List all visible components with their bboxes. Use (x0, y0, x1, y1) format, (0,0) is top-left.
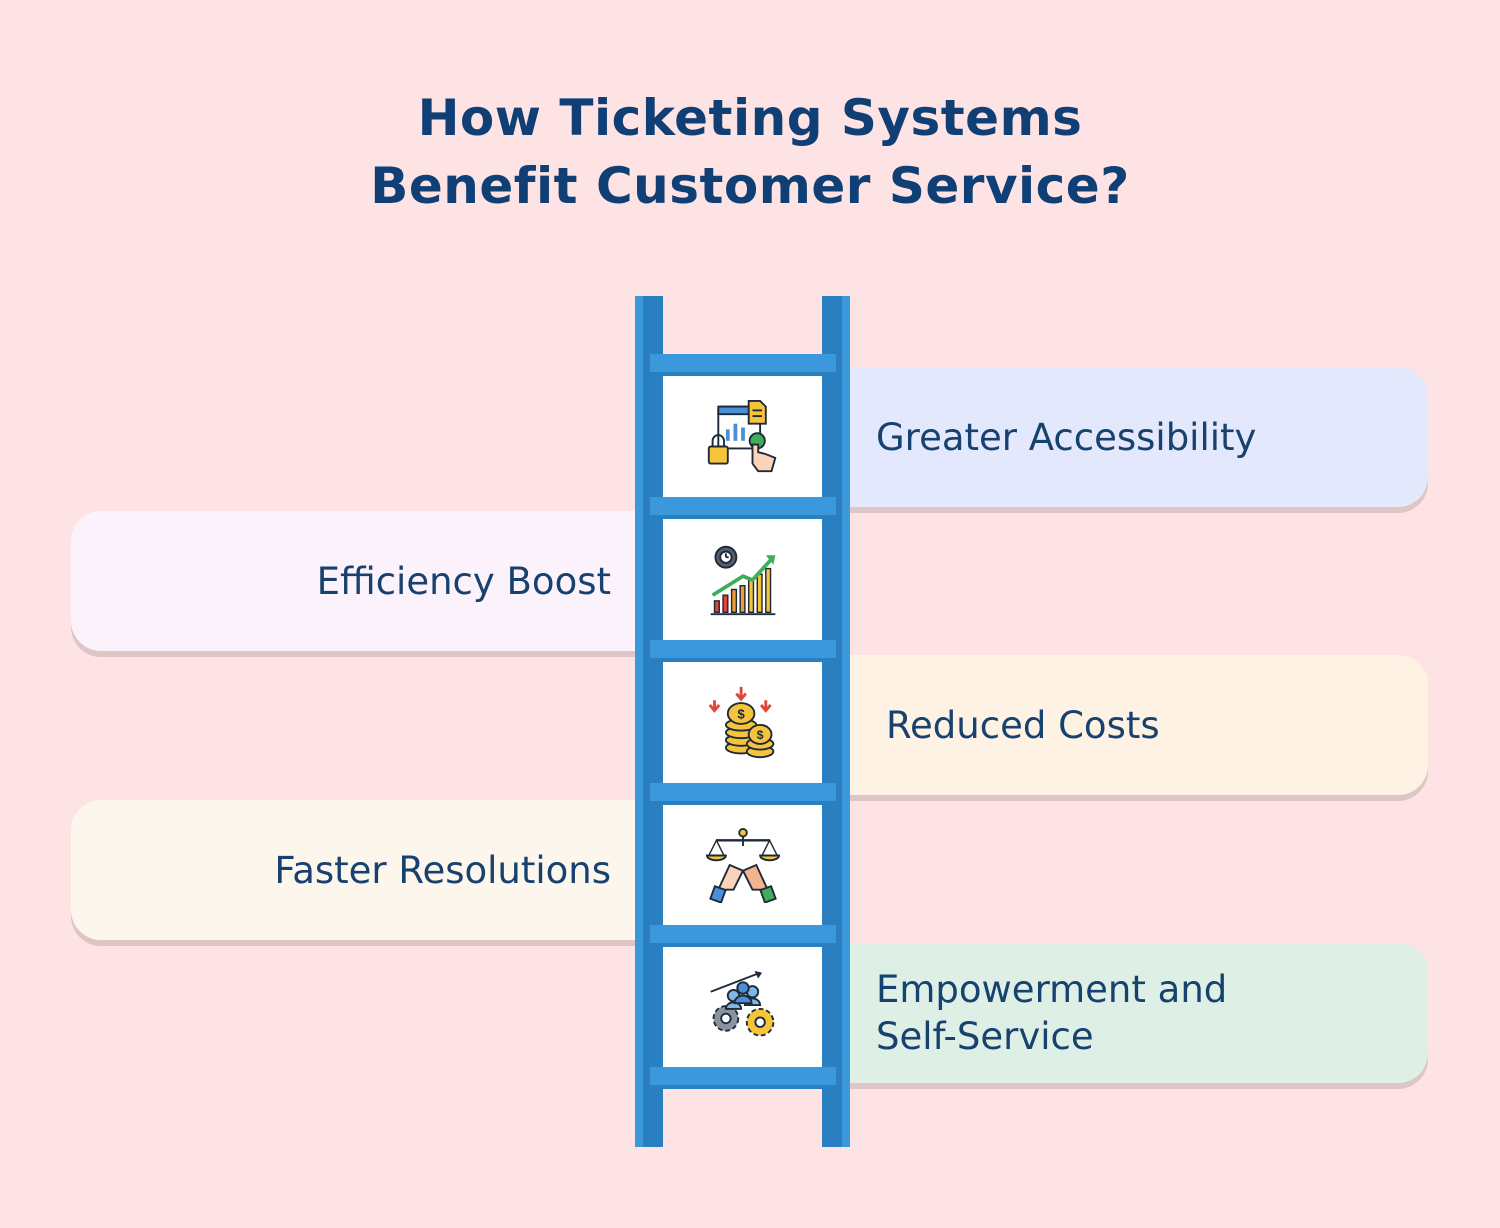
title-line-1: How Ticketing Systems (417, 89, 1083, 147)
benefit-card-greater-accessibility: Greater Accessibility (800, 367, 1428, 507)
ladder-rung (650, 783, 836, 805)
ladder-rung (650, 640, 836, 662)
ladder-rung (650, 925, 836, 947)
ladder-step-4 (663, 805, 822, 925)
benefit-card-efficiency-boost: Efficiency Boost (71, 511, 711, 651)
ladder-rung (650, 1067, 836, 1089)
benefit-label-line-1: Empowerment and (876, 968, 1228, 1011)
team-gears-icon (709, 970, 774, 1037)
accessibility-icon (707, 399, 776, 472)
benefit-label: Efficiency Boost (316, 559, 611, 603)
ladder-step-1 (663, 376, 822, 497)
benefit-card-reduced-costs: Reduced Costs (800, 655, 1428, 795)
ladder-rung (650, 354, 836, 376)
growth-chart-icon (710, 545, 775, 615)
benefit-label: Greater Accessibility (876, 415, 1257, 459)
coins-icon: $ $ (708, 686, 774, 758)
benefit-card-faster-resolutions: Faster Resolutions (71, 800, 711, 940)
ladder-rung (650, 497, 836, 519)
ladder-step-2 (663, 519, 822, 640)
handshake-icon (705, 827, 780, 903)
ladder-step-5 (663, 947, 822, 1067)
ladder-step-3: $ $ (663, 662, 822, 783)
benefit-label-line-2: Self-Service (876, 1015, 1094, 1058)
ladder-right-rail (822, 296, 850, 1147)
page-title: How Ticketing Systems Benefit Customer S… (0, 84, 1500, 220)
ladder-left-rail (635, 296, 663, 1147)
benefit-card-empowerment: Empowerment and Self-Service (800, 943, 1428, 1083)
title-line-2: Benefit Customer Service? (370, 157, 1130, 215)
svg-text:$: $ (737, 706, 745, 721)
benefit-label: Reduced Costs (886, 703, 1160, 747)
benefit-label: Faster Resolutions (274, 848, 611, 892)
benefit-label: Empowerment and Self-Service (800, 966, 1227, 1060)
svg-text:$: $ (756, 728, 763, 742)
